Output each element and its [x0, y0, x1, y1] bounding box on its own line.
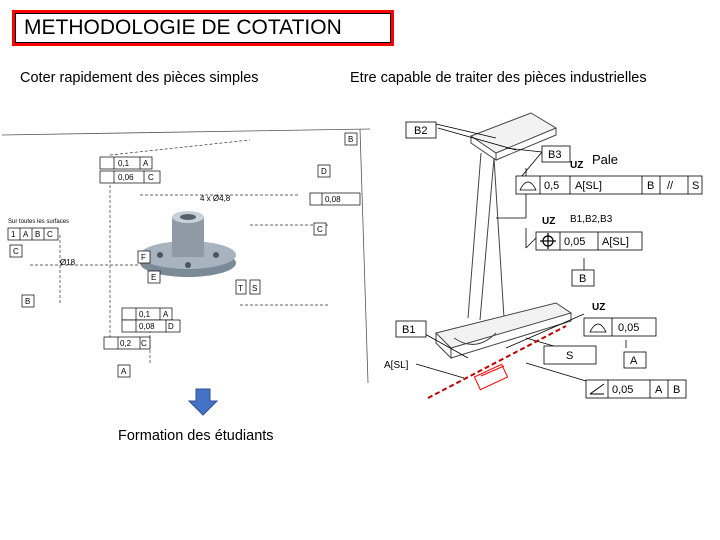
frame-1-value: 0,1: [118, 159, 130, 168]
callout-d: D: [321, 167, 327, 176]
label-uz-2: UZ: [542, 216, 555, 227]
callout-b: B: [348, 135, 353, 144]
profile-icon-2: [589, 323, 607, 333]
frame-2-value: 0,06: [118, 173, 134, 182]
label-s: S: [566, 350, 573, 362]
label-b123: B1,B2,B3: [570, 214, 613, 225]
callout-s: S: [252, 284, 257, 293]
note-frame-1: 1: [11, 230, 16, 239]
part-image: [140, 211, 236, 277]
tolerance-frame-1: 0,5 A[SL] B // S: [515, 175, 703, 195]
frame-4-value: 0,08: [139, 322, 155, 331]
red-dashed-line: [427, 325, 567, 399]
label-uz-1: UZ: [570, 160, 583, 171]
frame-3-ref: A: [163, 310, 169, 319]
page-title: METHODOLOGIE DE COTATION: [15, 13, 391, 43]
label-a: A: [630, 355, 638, 367]
right-technical-drawing: B2 B3 UZ Pale 0,5 A[SL] B // S UZ B1,B2,…: [384, 112, 703, 399]
frame-5-ref: C: [141, 339, 147, 348]
frame4-b: B: [673, 384, 680, 396]
profile-icon: [519, 181, 537, 191]
note-frame-4: C: [47, 230, 53, 239]
callout-c: C: [317, 225, 323, 234]
label-b3: B3: [548, 149, 561, 161]
frame1-ref: A[SL]: [575, 180, 602, 192]
frame4-a: A: [655, 384, 663, 396]
callout-value: 0,08: [325, 195, 341, 204]
down-arrow-icon: [188, 388, 218, 416]
frame-4-ref: D: [168, 322, 174, 331]
frame4-value: 0,05: [612, 384, 633, 396]
frame-1-ref: A: [143, 159, 149, 168]
callout-e: E: [151, 273, 156, 282]
note-frame-2: A: [23, 230, 29, 239]
note-frame-3: B: [35, 230, 40, 239]
tolerance-frame-2: 0,05 A[SL]: [535, 231, 643, 251]
label-b1: B1: [402, 324, 415, 336]
frame-2-ref: C: [148, 173, 154, 182]
left-subtitle: Coter rapidement des pièces simples: [20, 70, 259, 86]
note-text: Sur toutes les surfaces: [8, 219, 69, 225]
label-uz-3: UZ: [592, 302, 605, 313]
dim-holes: 4 x Ø4,8: [200, 194, 231, 203]
label-a-sl: A[SL]: [384, 360, 409, 371]
callout-a: A: [121, 367, 127, 376]
tolerance-frame-4: 0,05 A B: [585, 379, 687, 399]
dim-diameter: Ø18: [60, 258, 76, 267]
callout-t: T: [238, 284, 243, 293]
frame3-value: 0,05: [618, 322, 639, 334]
frame1-b: B: [647, 180, 654, 192]
frame2-ref: A[SL]: [602, 236, 629, 248]
title-frame: METHODOLOGIE DE COTATION: [12, 10, 394, 46]
frame-5-value: 0,2: [120, 339, 132, 348]
frame1-value: 0,5: [544, 180, 559, 192]
datum-b: B: [579, 273, 586, 285]
callout-f: F: [141, 253, 146, 262]
left-caption: Formation des étudiants: [118, 428, 274, 444]
left-technical-drawing: 0,1 A 0,06 C 0,1 A 0,08 D 0,2 C 0,08 B D…: [1, 128, 371, 384]
label-b2: B2: [414, 125, 427, 137]
label-pale: Pale: [592, 152, 618, 167]
right-subtitle: Etre capable de traiter des pièces indus…: [350, 70, 647, 86]
tolerance-frame-3: 0,05: [583, 317, 657, 337]
frame-3-value: 0,1: [139, 310, 151, 319]
frame1-parallel: //: [667, 180, 674, 192]
position-icon: [540, 233, 556, 249]
frame1-s: S: [692, 180, 699, 192]
callout-b2: B: [25, 297, 30, 306]
callout-c2: C: [13, 247, 19, 256]
frame2-value: 0,05: [564, 236, 585, 248]
angularity-icon: [589, 383, 605, 395]
